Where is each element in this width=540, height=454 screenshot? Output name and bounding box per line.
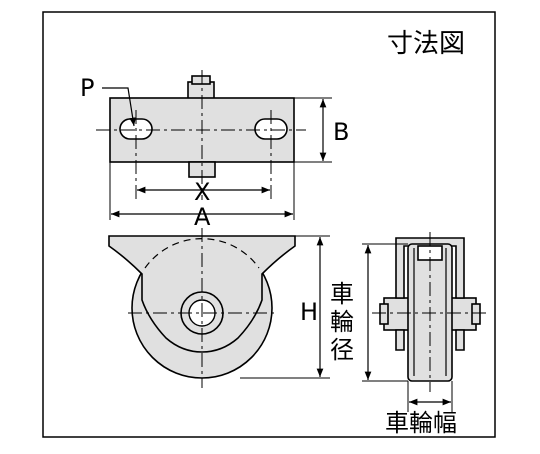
label-p: P <box>80 74 94 102</box>
label-h: H <box>300 298 318 326</box>
label-wheel-diameter-3: 径 <box>330 336 354 364</box>
label-b: B <box>333 118 349 146</box>
label-wheel-diameter-1: 車 <box>330 280 354 308</box>
p-leader <box>102 87 137 127</box>
label-wheel-width: 車輪幅 <box>385 409 457 437</box>
label-x: X <box>194 178 210 206</box>
label-a: A <box>194 203 211 231</box>
label-wheel-diameter-2: 輪 <box>330 308 354 336</box>
diagram-title: 寸法図 <box>387 29 465 59</box>
